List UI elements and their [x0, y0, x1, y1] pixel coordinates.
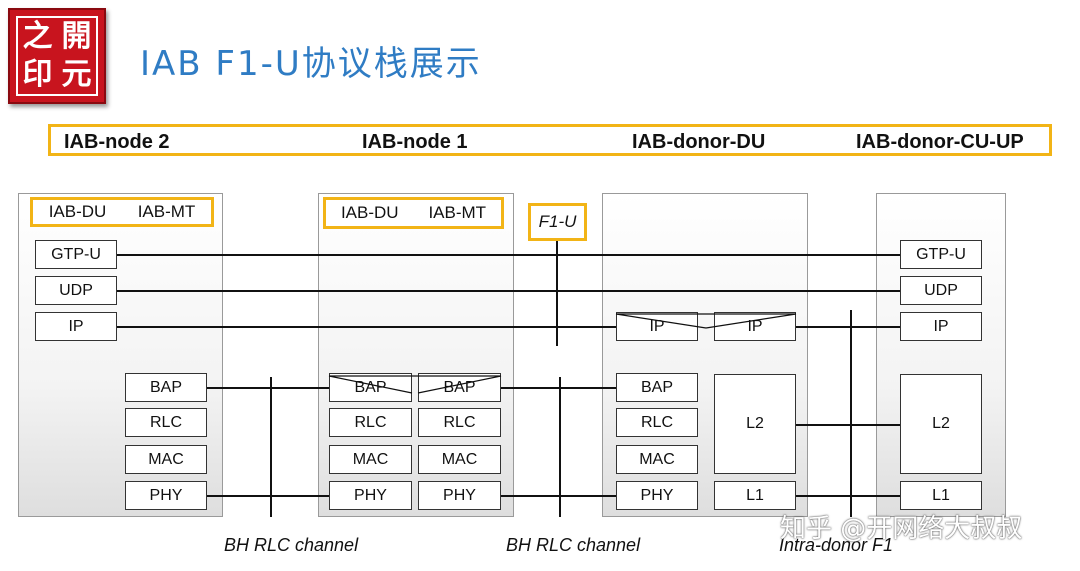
- bh-rlc-channel-label-2: BH RLC channel: [506, 535, 641, 555]
- node1-mac-right-box: MAC: [418, 445, 501, 474]
- node-label-bar: [48, 124, 1052, 156]
- node1-rlc-left-box: RLC: [329, 408, 412, 437]
- bh-rlc-channel-label-1: BH RLC channel: [224, 535, 359, 555]
- node2-mac-box: MAC: [125, 445, 207, 474]
- node1-du-mt-tag: IAB-DU IAB-MT: [323, 197, 504, 229]
- donor-du-l2-box: L2: [714, 374, 796, 474]
- node1-mac-left-box: MAC: [329, 445, 412, 474]
- donor-du-label: IAB-donor-DU: [632, 131, 766, 153]
- node1-mt-label: IAB-MT: [428, 203, 487, 222]
- ip-crossing-stroke: [705, 313, 797, 329]
- intra-donor-f1-label: Intra-donor F1: [779, 535, 894, 555]
- node2-bap-box: BAP: [125, 373, 207, 402]
- page-title: IAB F1-U协议栈展示: [140, 44, 482, 84]
- bap-crossing-stroke: [417, 375, 502, 394]
- donor-du-rlc-box: RLC: [616, 408, 698, 437]
- node1-label: IAB-node 1: [362, 131, 468, 153]
- intra-donor-marker: [850, 310, 852, 517]
- donor-du-l1-box: L1: [714, 481, 796, 510]
- node2-mt-label: IAB-MT: [137, 202, 196, 221]
- udp-link: [116, 290, 902, 292]
- donor-du-mac-box: MAC: [616, 445, 698, 474]
- node2-gtpu-box: GTP-U: [35, 240, 117, 269]
- node2-ip-box: IP: [35, 312, 117, 341]
- gtpu-link: [116, 254, 902, 256]
- node1-phy-right-box: PHY: [418, 481, 501, 510]
- phy-link-1: [206, 495, 330, 497]
- f1u-tag: F1-U: [528, 203, 587, 241]
- phy-link-2: [500, 495, 616, 497]
- donor-du-ip-right-box: IP: [714, 312, 796, 341]
- logo-char: 之: [22, 19, 53, 54]
- node1-du-label: IAB-DU: [340, 203, 399, 222]
- bap-crossing-stroke: [328, 375, 413, 394]
- ip-link-left: [116, 326, 616, 328]
- node1-rlc-right-box: RLC: [418, 408, 501, 437]
- donor-cu-udp-box: UDP: [900, 276, 982, 305]
- logo-char: 元: [61, 57, 92, 92]
- donor-cu-l1-box: L1: [900, 481, 982, 510]
- donor-cu-gtpu-box: GTP-U: [900, 240, 982, 269]
- f1u-marker: [556, 240, 558, 346]
- logo-grid: 之 開 印 元: [16, 16, 98, 96]
- node2-du-mt-tag: IAB-DU IAB-MT: [30, 197, 214, 227]
- l2-link: [796, 424, 902, 426]
- donor-cu-l2-box: L2: [900, 374, 982, 474]
- bap-link-1: [206, 387, 330, 389]
- donor-du-phy-box: PHY: [616, 481, 698, 510]
- node2-label: IAB-node 2: [64, 131, 170, 153]
- node2-rlc-box: RLC: [125, 408, 207, 437]
- ip-link-right: [794, 326, 902, 328]
- node2-phy-box: PHY: [125, 481, 207, 510]
- logo-seal: 之 開 印 元: [8, 8, 106, 104]
- watermark: 知乎 @开网络大叔叔: [780, 514, 1023, 544]
- bh-channel-marker-1: [270, 377, 272, 517]
- bap-link-2: [500, 387, 616, 389]
- bh-channel-marker-2: [559, 377, 561, 517]
- logo-char: 印: [22, 57, 53, 92]
- donor-du-bap-box: BAP: [616, 373, 698, 402]
- donor-cu-label: IAB-donor-CU-UP: [856, 131, 1024, 153]
- node2-du-label: IAB-DU: [48, 202, 107, 221]
- ip-crossing-stroke: [615, 313, 707, 329]
- donor-du-ip-left-box: IP: [616, 312, 698, 341]
- l1-link: [796, 495, 902, 497]
- donor-cu-ip-box: IP: [900, 312, 982, 341]
- node1-phy-left-box: PHY: [329, 481, 412, 510]
- logo-char: 開: [61, 19, 92, 54]
- node2-udp-box: UDP: [35, 276, 117, 305]
